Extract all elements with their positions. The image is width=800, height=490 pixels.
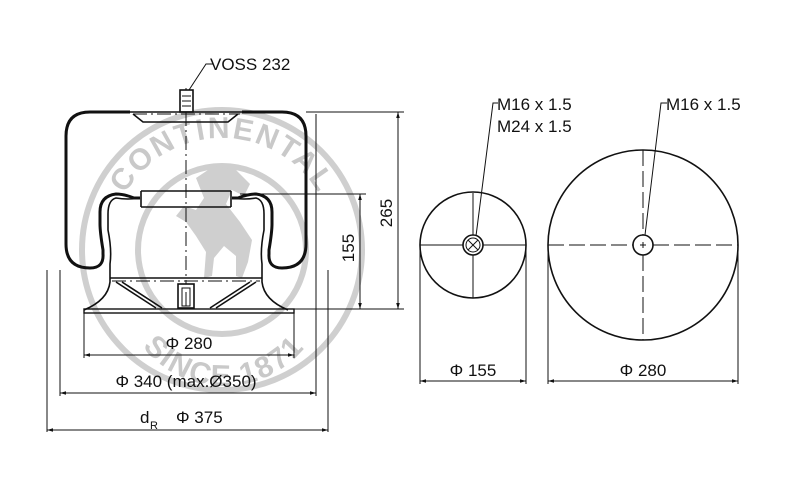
dim-label-top-280: Φ 280 xyxy=(620,361,667,380)
top-thread-label: M16 x 1.5 xyxy=(666,95,741,114)
bottom-thread-1-label: M16 x 1.5 xyxy=(497,95,572,114)
piston-skirt-left xyxy=(83,197,141,311)
threaded-bolt-icon xyxy=(462,234,484,256)
top-plate-bead xyxy=(132,113,239,123)
dim-label-375-subscript: R xyxy=(150,420,158,432)
piston-rib-left xyxy=(115,281,157,309)
valve-label: VOSS 232 xyxy=(210,55,290,74)
dim-label-340: Φ 340 (max.Ø350) xyxy=(115,372,256,391)
piston-bolt-icon xyxy=(177,283,195,309)
bellow-outer-profile xyxy=(64,110,140,270)
dim-label-375: Φ 375 xyxy=(176,408,223,427)
piston-skirt-right xyxy=(231,197,289,311)
bottom-thread-leader xyxy=(475,102,498,237)
dim-label-265: 265 xyxy=(377,199,396,227)
watermark-outer-ring xyxy=(79,107,365,393)
piston-rib-left-2 xyxy=(121,281,163,309)
dim-label-155: 155 xyxy=(339,234,358,262)
bottom-view: M16 x 1.5 M24 x 1.5 Φ 155 xyxy=(419,95,572,384)
top-view: M16 x 1.5 Φ 280 xyxy=(547,95,741,384)
bolt-hole-icon xyxy=(632,234,654,256)
horse-icon xyxy=(176,166,252,278)
bottom-thread-2-label: M24 x 1.5 xyxy=(497,117,572,136)
piston-rib-right-2 xyxy=(209,281,251,309)
side-view: VOSS 232 xyxy=(46,55,404,432)
top-thread-leader xyxy=(644,102,667,236)
dim-label-280: Φ 280 xyxy=(166,334,213,353)
piston-base-plate xyxy=(83,308,295,314)
valve-fitting-icon xyxy=(179,89,194,113)
dim-label-bottom-155: Φ 155 xyxy=(450,361,497,380)
continental-watermark: CONTINENTAL SINCE 1871 xyxy=(79,107,365,393)
piston-rib-right xyxy=(215,281,257,309)
dim-label-375-prefix: d xyxy=(140,408,149,427)
valve-leader-line xyxy=(188,63,213,91)
